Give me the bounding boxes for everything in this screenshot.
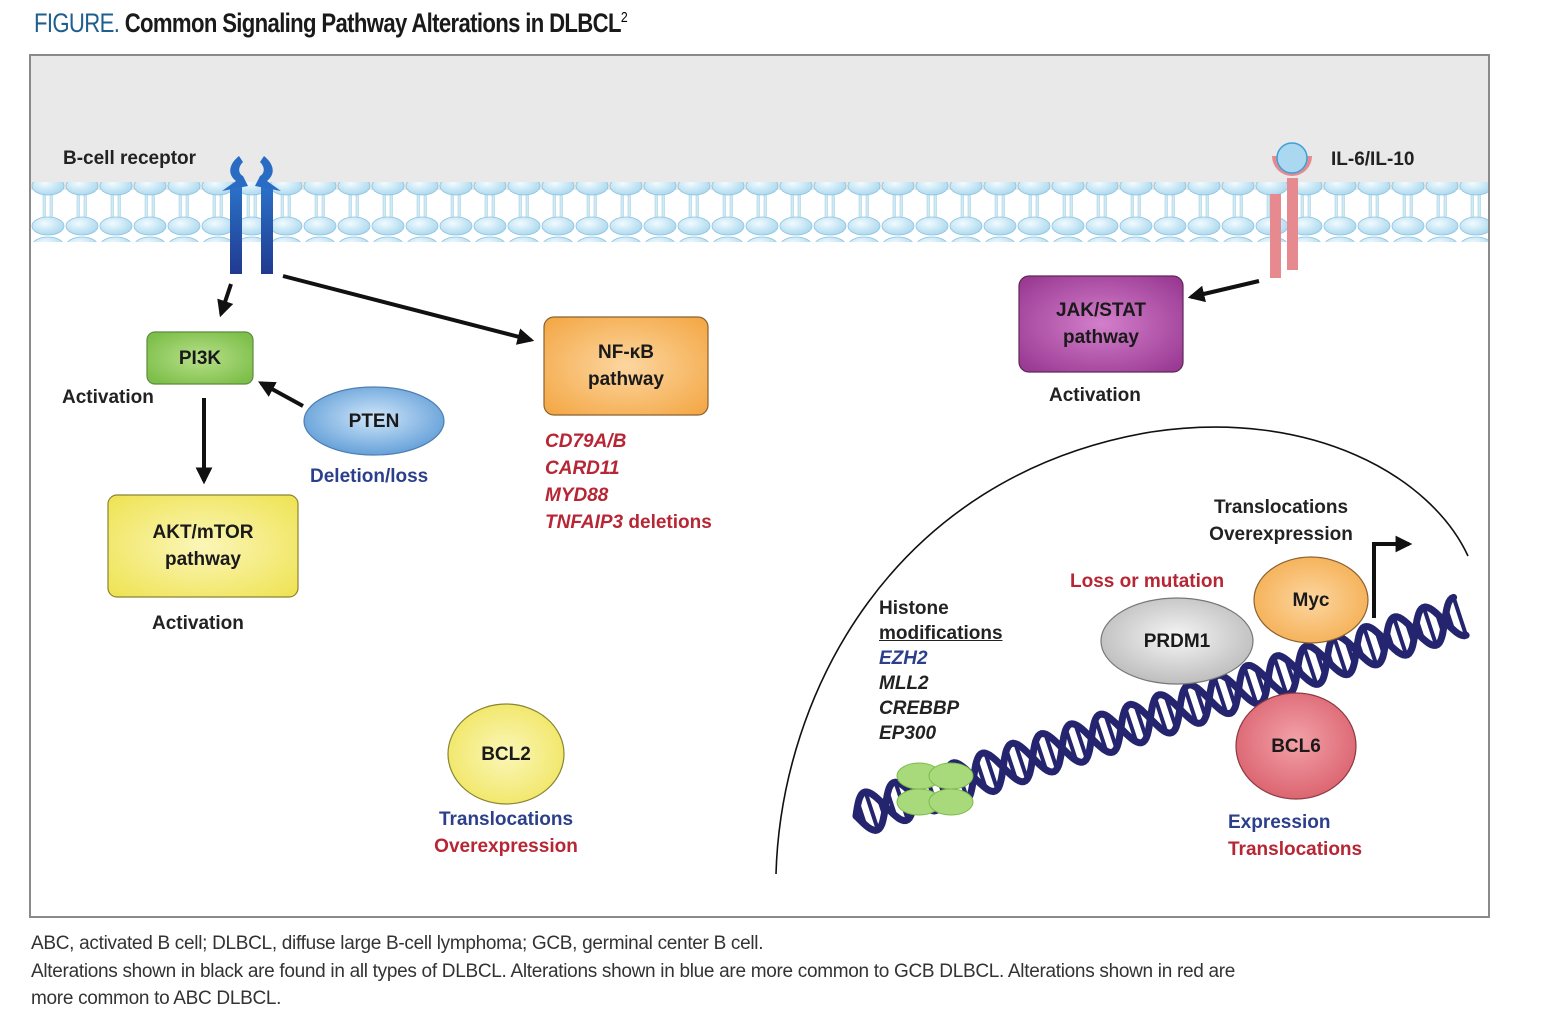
akt-mtor-status: Activation — [152, 613, 244, 634]
dna-base-pair — [1451, 596, 1469, 636]
gene-name: MYD88 — [545, 485, 609, 506]
myc-status: Translocations Overexpression — [1181, 494, 1381, 548]
bcl2-label: BCL2 — [481, 743, 531, 765]
dna-base-pair — [1302, 646, 1319, 686]
gene-name: CD79A/B — [545, 431, 627, 452]
bcl2-node — [447, 703, 565, 805]
myc-node — [1253, 556, 1369, 644]
dna-base-pair — [1391, 616, 1409, 656]
histone-modifications: Histone modifications EZH2 MLL2 CREBBP E… — [879, 596, 1003, 746]
footnote-line3: more common to ABC DLBCL. — [31, 988, 282, 1009]
arrow-bcr-to-nfkb — [282, 274, 535, 345]
nfkb-label: NF-κB pathway — [544, 317, 708, 415]
dna-base-pair — [983, 752, 1000, 791]
dna-base-pair — [1073, 723, 1089, 760]
bcl6-node — [1235, 692, 1357, 800]
dna-base-pair — [1421, 606, 1439, 646]
dna-base-pair — [1043, 733, 1059, 770]
cytokine-receptor-icon — [1270, 142, 1312, 278]
myc-status-line1: Translocations — [1213, 497, 1349, 518]
jakstat-status: Activation — [1049, 385, 1141, 406]
bcl2-status: Translocations Overexpression — [411, 806, 601, 860]
b-cell-receptor-icon — [222, 156, 281, 274]
nfkb-alterations: CD79A/B CARD11 MYD88 TNFAIP3 deletions — [545, 428, 712, 536]
dna-base-pair — [1183, 687, 1199, 724]
jakstat-node — [1018, 275, 1184, 373]
extracellular-space — [31, 56, 1488, 190]
histone-gene-ezh2: EZH2 — [879, 648, 928, 669]
akt-mtor-node — [107, 494, 299, 598]
figure-reference: 2 — [620, 9, 628, 26]
diagram-frame: B-cell receptor IL-6/IL-10 PI3K Activati… — [29, 54, 1490, 918]
nucleus-envelope — [775, 426, 1469, 875]
dna-base-pair — [1332, 636, 1349, 676]
dna-base-pair — [1242, 666, 1259, 705]
pi3k-status: Activation — [62, 387, 154, 408]
arrow-bcr-to-pi3k — [217, 283, 234, 318]
pten-status: Deletion/loss — [310, 466, 429, 487]
akt-mtor-label-line1: AKT/mTOR — [152, 522, 254, 543]
nfkb-node — [543, 316, 709, 416]
dna-base-pair — [1013, 742, 1029, 780]
bcl6-status: Expression Translocations — [1228, 809, 1362, 863]
gene-name: CARD11 — [545, 458, 620, 479]
dna-base-pair — [1272, 656, 1289, 695]
prdm1-node — [1100, 597, 1254, 685]
cytokine-ligand-icon — [1276, 142, 1308, 174]
nfkb-alteration-item: TNFAIP3 deletions — [545, 509, 712, 536]
dna-base-pair — [1212, 677, 1229, 714]
arrow-receptor-to-jakstat — [1187, 279, 1260, 303]
prdm1-status: Loss or mutation — [1070, 571, 1225, 592]
myc-label: Myc — [1292, 589, 1330, 611]
bcl6-status-line1: Expression — [1228, 812, 1331, 833]
nfkb-label-line2: pathway — [587, 369, 665, 390]
pi3k-node — [146, 331, 254, 385]
histone-title-line2: modifications — [879, 623, 1003, 644]
nfkb-alteration-item: CARD11 — [545, 455, 712, 482]
bcl6-label: BCL6 — [1271, 735, 1321, 757]
bcl6-status-line2: Translocations — [1228, 839, 1363, 860]
nfkb-label-line1: NF-κB — [598, 342, 654, 363]
histone-gene-mll2: MLL2 — [879, 673, 929, 694]
cytokine-label: IL-6/IL-10 — [1331, 149, 1415, 170]
prdm1-label: PRDM1 — [1143, 630, 1211, 652]
myc-status-line2: Overexpression — [1209, 524, 1353, 545]
akt-mtor-label: AKT/mTOR pathway — [108, 495, 298, 597]
dna-base-pair — [1361, 626, 1379, 666]
nfkb-alteration-item: CD79A/B — [545, 428, 712, 455]
bcr-label: B-cell receptor — [63, 148, 197, 169]
histone-gene-ep300: EP300 — [879, 723, 937, 744]
bcl2-status-line2: Overexpression — [434, 836, 578, 857]
dna-base-pair — [863, 791, 880, 831]
pten-label: PTEN — [348, 410, 400, 432]
figure-label: FIGURE. — [34, 8, 120, 38]
gene-suffix: deletions — [623, 512, 712, 533]
akt-mtor-label-line2: pathway — [164, 549, 242, 570]
histone-octamer-icon — [896, 762, 974, 816]
footnote-line1: ABC, activated B cell; DLBCL, diffuse la… — [31, 933, 764, 954]
jakstat-label-line1: JAK/STAT — [1055, 300, 1147, 321]
footnote-line2: Alterations shown in black are found in … — [31, 960, 1236, 982]
figure-footnote: ABC, activated B cell; DLBCL, diffuse la… — [31, 930, 1511, 1013]
nfkb-alteration-item: MYD88 — [545, 482, 712, 509]
jakstat-label: JAK/STAT pathway — [1019, 276, 1183, 372]
transcription-start-arrow — [1372, 535, 1413, 618]
dna-base-pair — [1153, 697, 1169, 733]
pten-node — [303, 386, 445, 456]
gene-name: TNFAIP3 — [545, 512, 624, 533]
lipid-bilayer-membrane — [31, 182, 1488, 242]
jakstat-label-line2: pathway — [1062, 327, 1140, 348]
dna-base-pair — [1103, 714, 1119, 749]
histone-gene-crebbp: CREBBP — [879, 698, 960, 719]
pathway-diagram — [31, 142, 1488, 875]
bcl2-status-line1: Translocations — [438, 809, 574, 830]
histone-title-line1: Histone — [879, 598, 949, 619]
figure-title-text: Common Signaling Pathway Alterations in … — [124, 8, 622, 38]
arrow-pten-to-pi3k — [258, 381, 304, 408]
pi3k-label: PI3K — [178, 347, 222, 369]
figure-title: FIGURE. Common Signaling Pathway Alterat… — [34, 8, 628, 39]
dna-base-pair — [1123, 707, 1139, 743]
